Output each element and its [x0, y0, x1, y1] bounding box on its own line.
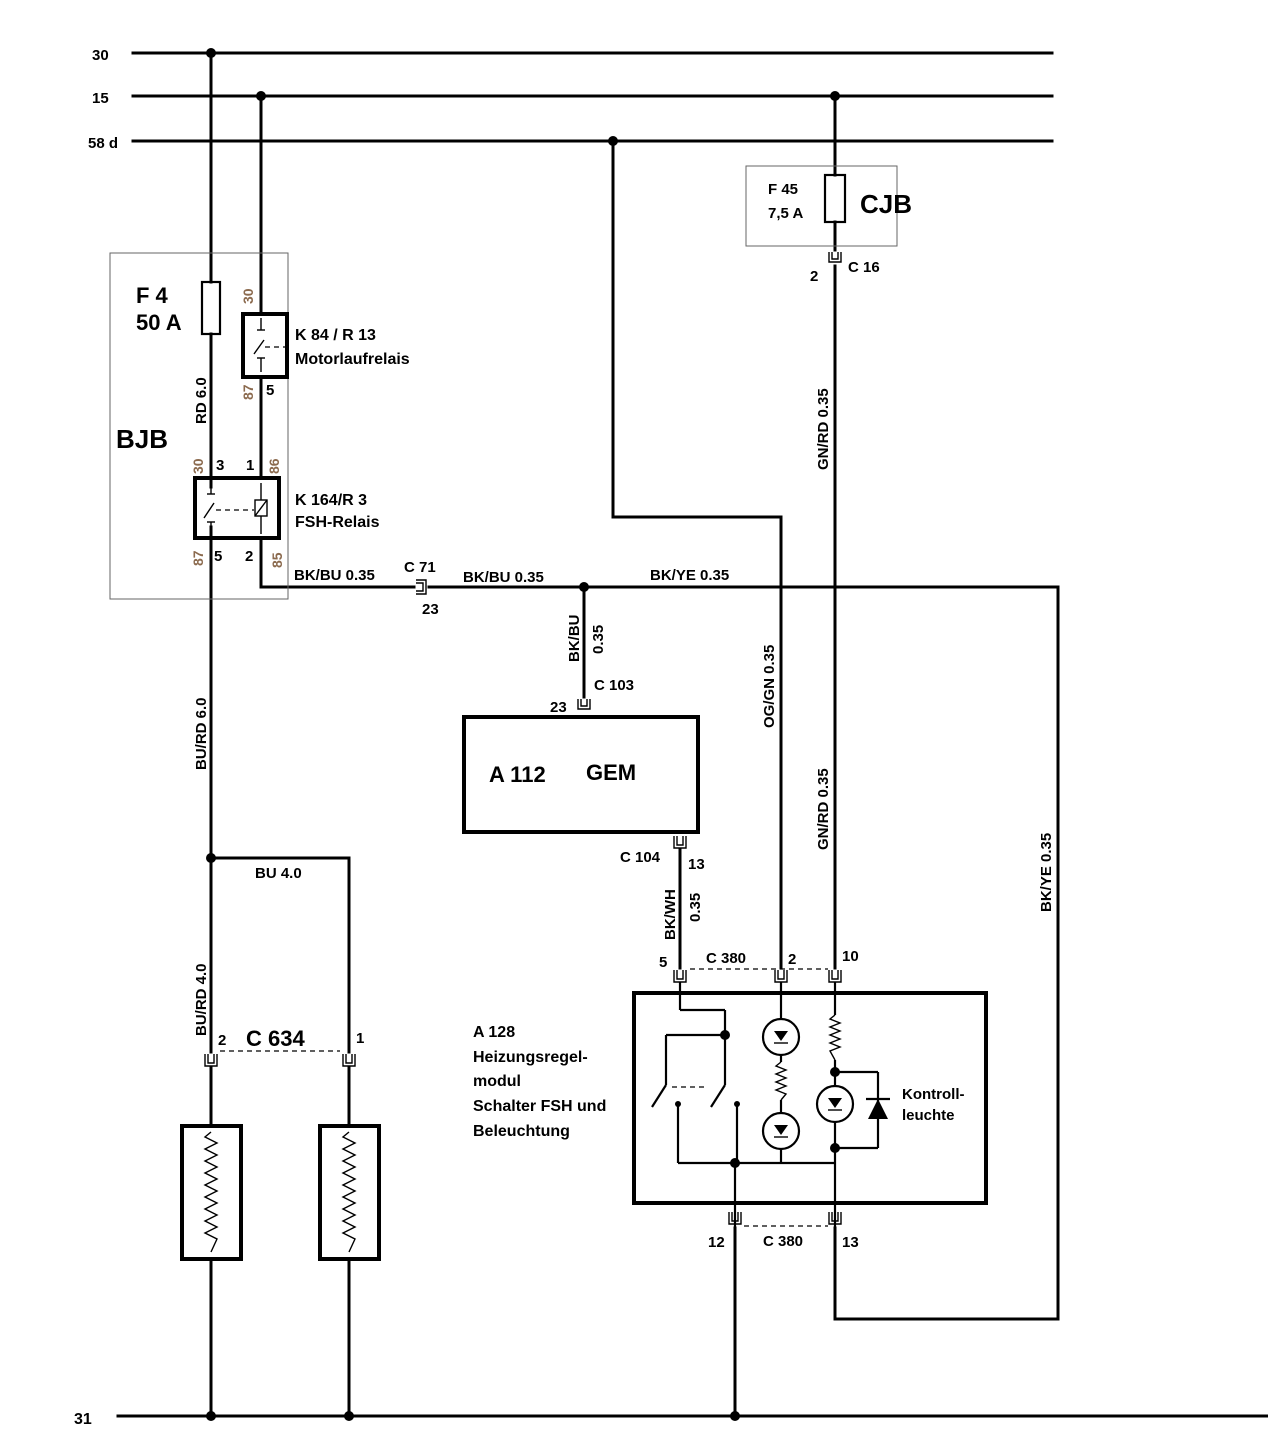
- wire-rd60-label: RD 6.0: [193, 377, 210, 424]
- heater-element-right: [318, 1124, 381, 1261]
- c380-pin13: 13: [842, 1234, 859, 1251]
- k84-desc: Motorlaufrelais: [295, 351, 410, 368]
- relay-k164: [193, 476, 281, 540]
- heater-element-left: [180, 1124, 243, 1261]
- wire-labels: BK/BU 0.35 BK/BU 0.35 BK/YE 0.35 BK/BU 0…: [193, 388, 1055, 1036]
- a128-line5: Beleuchtung: [473, 1123, 570, 1140]
- c380-pin10: 10: [842, 948, 859, 965]
- fuse-f4: [200, 280, 222, 336]
- a128-line4: Schalter FSH und: [473, 1098, 606, 1115]
- k164-desc: FSH-Relais: [295, 514, 380, 531]
- c634-label: C 634: [246, 1026, 305, 1051]
- wire-gnrd-mid: GN/RD 0.35: [815, 768, 832, 850]
- wire-bkye-h: BK/YE 0.35: [650, 567, 729, 584]
- rail-58d-label: 58 d: [88, 135, 118, 152]
- rail-31-label: 31: [74, 1411, 92, 1428]
- rail-58d: 58 d: [88, 135, 1054, 152]
- resistor-icon: [203, 1131, 219, 1253]
- k164-pin85: 85: [269, 552, 285, 568]
- k164-pin30: 30: [190, 458, 206, 474]
- k164-pin2: 2: [245, 548, 253, 565]
- c380-top-label: C 380: [706, 950, 746, 967]
- fuse-f45-name: F 45: [768, 181, 798, 198]
- c634-pin1: 1: [356, 1030, 364, 1047]
- rail-31: 31: [74, 1411, 1268, 1428]
- k84-pin87: 87: [240, 384, 256, 400]
- k164-pin5: 5: [214, 548, 222, 565]
- resistor-icon: [774, 1061, 788, 1101]
- rail-30: 30: [92, 47, 1054, 64]
- junction-dots: [206, 48, 840, 1421]
- bjb-box: BJB F 4 50 A RD 6.0 30 87 5 K 84 / R 13 …: [109, 252, 410, 600]
- lamp-icon: [761, 1017, 801, 1057]
- c380-pin12: 12: [708, 1234, 725, 1251]
- c103-pin: 23: [550, 699, 567, 716]
- a128-line2: Heizungsregel-: [473, 1049, 588, 1066]
- wires: [209, 51, 1060, 1418]
- wire-bu40: BU 4.0: [255, 865, 302, 882]
- fuse-f45: [823, 173, 847, 224]
- fuse-f4-name: F 4: [136, 283, 169, 308]
- k164-name: K 164/R 3: [295, 492, 367, 509]
- wire-bkye-v: BK/YE 0.35: [1038, 833, 1055, 912]
- lamp-label-2: leuchte: [902, 1107, 955, 1124]
- c16-pin: 2: [810, 268, 818, 285]
- wire-bkwh-v2: 0.35: [687, 893, 704, 922]
- gem-id: A 112: [489, 762, 546, 787]
- gem-name: GEM: [586, 760, 636, 785]
- cjb-box: F 45 7,5 A CJB C 16 2: [745, 165, 912, 285]
- lamp-icon: [761, 1111, 801, 1151]
- k164-pin1: 1: [246, 457, 254, 474]
- wire-burd60: BU/RD 6.0: [193, 697, 210, 770]
- connector-c71: C 71 23: [404, 559, 439, 618]
- wire-burd40: BU/RD 4.0: [193, 963, 210, 1036]
- k84-name: K 84 / R 13: [295, 327, 376, 344]
- k164-pin87: 87: [190, 550, 206, 566]
- rail-15: 15: [92, 90, 1054, 107]
- a128-line3: modul: [473, 1073, 521, 1090]
- cjb-label: CJB: [860, 189, 912, 219]
- resistor-icon: [341, 1131, 357, 1253]
- wire-gnrd-top: GN/RD 0.35: [815, 388, 832, 470]
- c103-label: C 103: [594, 677, 634, 694]
- wire-bkbu-a: BK/BU 0.35: [294, 567, 375, 584]
- c380-pin2: 2: [788, 951, 796, 968]
- k84-pin30: 30: [240, 288, 256, 304]
- rail-30-label: 30: [92, 47, 109, 64]
- heater-elements: 2 C 634 1: [180, 1026, 381, 1261]
- relay-k84: [241, 312, 289, 379]
- wire-bkbu-v1: BK/BU: [566, 615, 583, 663]
- bjb-label: BJB: [116, 424, 168, 454]
- a128-line1: A 128: [473, 1024, 515, 1041]
- wire-oggn: OG/GN 0.35: [761, 645, 778, 728]
- rail-15-label: 15: [92, 90, 109, 107]
- wire-bkbu-v2: 0.35: [590, 625, 607, 654]
- k84-pin5: 5: [266, 382, 274, 399]
- c71-pin: 23: [422, 601, 439, 618]
- fuse-f4-rating: 50 A: [136, 310, 182, 335]
- lamp-icon: [815, 1084, 855, 1124]
- c104-pin: 13: [688, 856, 705, 873]
- c380-pin5: 5: [659, 954, 667, 971]
- a128-module: C 380 5 2 10: [473, 948, 988, 1251]
- c71-label: C 71: [404, 559, 436, 576]
- fuse-f45-rating: 7,5 A: [768, 205, 803, 222]
- c634-pin2: 2: [218, 1032, 226, 1049]
- wire-bkwh-v1: BK/WH: [662, 889, 679, 940]
- c104-label: C 104: [620, 849, 661, 866]
- k164-pin3: 3: [216, 457, 224, 474]
- gem-module: C 103 23 A 112 GEM C 104 13: [462, 677, 705, 873]
- wire-bkbu-b: BK/BU 0.35: [463, 569, 544, 586]
- k164-pin86: 86: [266, 458, 282, 474]
- diode-icon: [866, 1097, 890, 1119]
- c16-label: C 16: [848, 259, 880, 276]
- resistor-icon: [828, 1014, 842, 1061]
- c380-bot-label: C 380: [763, 1233, 803, 1250]
- lamp-label-1: Kontroll-: [902, 1086, 964, 1103]
